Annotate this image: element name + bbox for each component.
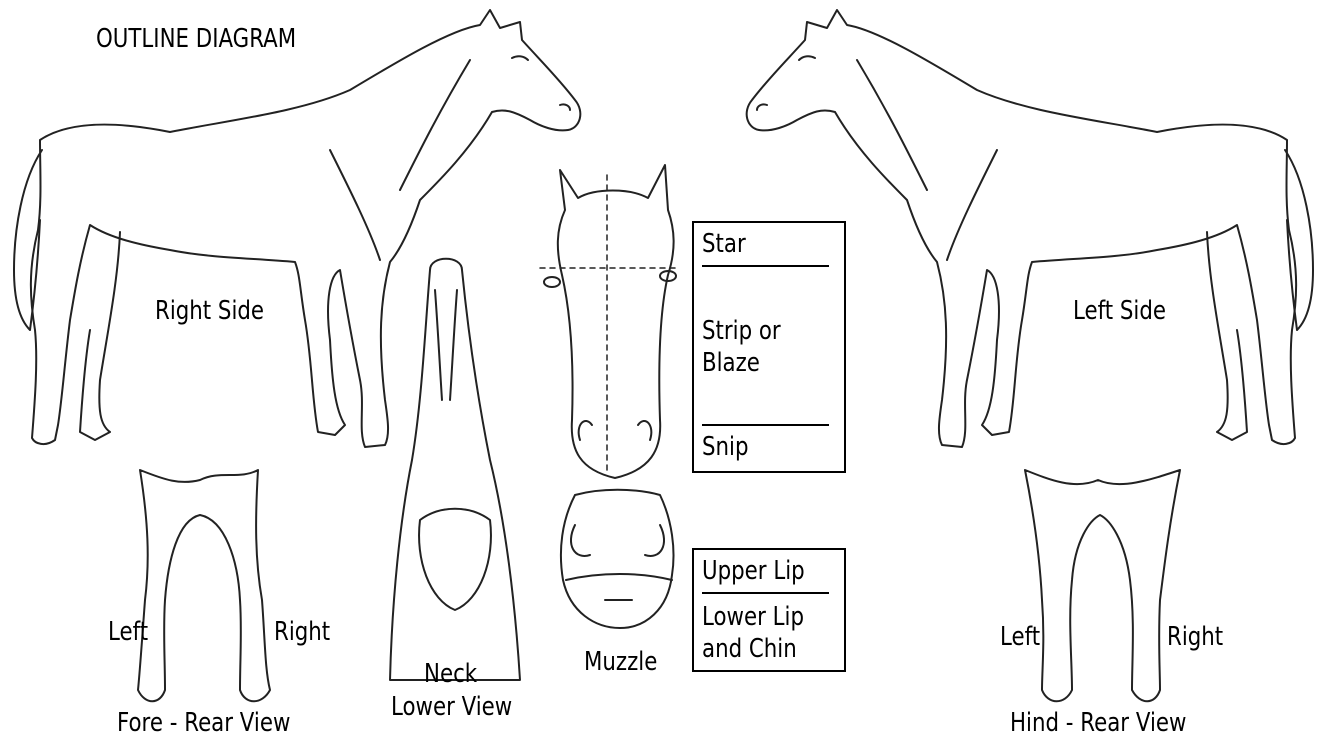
hind-body-outline	[1025, 470, 1180, 701]
head-left-eye	[544, 277, 560, 287]
neck-label-line2: Lower View	[391, 692, 512, 722]
muzzle-left-nostril	[571, 525, 590, 556]
hind-right-label: Right	[1167, 622, 1223, 652]
neck-jaw-lines	[435, 290, 457, 400]
right-horse-shoulder	[330, 150, 380, 260]
left-horse-shoulder	[947, 150, 997, 260]
upper-lip-rule	[702, 592, 829, 594]
hind-caption: Hind - Rear View	[1010, 708, 1186, 738]
muzzle-outline	[561, 490, 674, 628]
snip-rule	[702, 424, 829, 426]
head-front-view-drawing	[540, 165, 680, 478]
fore-body-outline	[138, 470, 270, 701]
fore-rear-view-drawing	[138, 470, 270, 701]
left-side-label: Left Side	[1073, 296, 1166, 326]
left-horse-hind-leg	[1207, 232, 1247, 440]
muzzle-right-nostril	[645, 525, 664, 556]
muzzle-label: Muzzle	[584, 647, 657, 677]
left-horse-eye	[799, 56, 815, 60]
head-front-outline	[558, 165, 674, 478]
diagram-title: OUTLINE DIAGRAM	[96, 24, 296, 54]
strip-blaze-label-line1: Strip or	[702, 316, 781, 346]
lower-lip-label-line2: and Chin	[702, 634, 797, 664]
muzzle-drawing	[561, 490, 674, 628]
fore-left-label: Left	[108, 617, 148, 647]
right-side-label: Right Side	[155, 296, 264, 326]
right-horse-neck-line	[400, 60, 470, 190]
right-horse-tail	[14, 150, 42, 330]
lower-lip-label-line1: Lower Lip	[702, 602, 804, 632]
strip-blaze-label-line2: Blaze	[702, 348, 760, 378]
head-left-nostril	[579, 421, 592, 440]
left-horse-tail	[1285, 150, 1313, 330]
upper-lip-label: Upper Lip	[702, 556, 805, 586]
snip-label: Snip	[702, 432, 749, 462]
left-horse-neck-line	[857, 60, 927, 190]
fore-caption: Fore - Rear View	[117, 708, 290, 738]
neck-lower-view-drawing	[390, 259, 520, 680]
neck-label-line1: Neck	[424, 659, 477, 689]
star-label: Star	[702, 229, 746, 259]
hind-rear-view-drawing	[1025, 470, 1180, 701]
right-horse-body-outline	[31, 10, 580, 447]
right-horse-hind-leg	[80, 232, 120, 440]
hind-left-label: Left	[1000, 622, 1040, 652]
right-horse-eye	[512, 56, 528, 60]
muzzle-upper-lip-line	[566, 574, 672, 580]
star-underline	[702, 265, 829, 267]
right-side-horse-drawing	[14, 10, 580, 447]
right-horse-nostril	[560, 104, 570, 110]
neck-chest	[419, 509, 491, 610]
head-right-nostril	[638, 421, 651, 440]
left-horse-nostril	[757, 104, 767, 110]
fore-right-label: Right	[274, 617, 330, 647]
